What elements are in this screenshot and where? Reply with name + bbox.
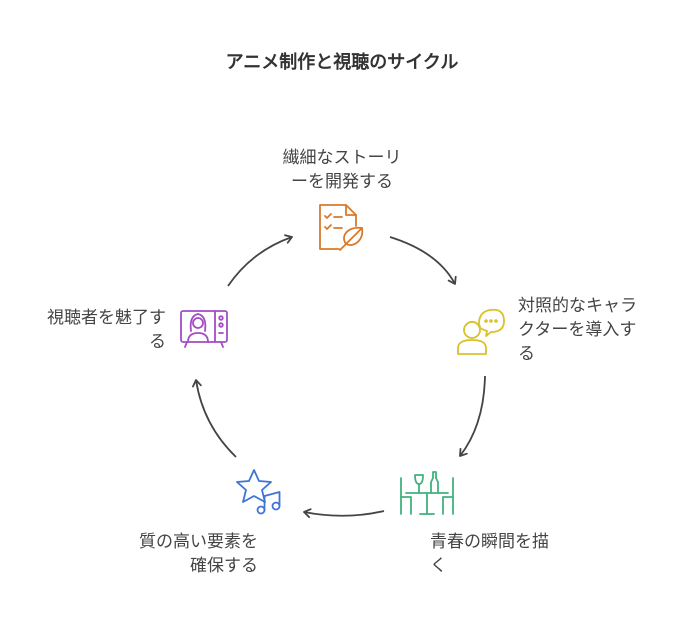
arrow-right-to-bottom-right <box>459 375 486 457</box>
checklist-feather-icon <box>319 204 364 251</box>
arrow-top-to-right <box>389 236 457 285</box>
step-label-captivate-viewers: 視聴者を魅了す る <box>47 308 166 352</box>
step-label-introduce-characters: 対照的なキャラ クターを導入す る <box>518 296 637 364</box>
tv-person-icon <box>180 310 228 348</box>
diagram-title: アニメ制作と視聴のサイクル <box>225 52 459 73</box>
star-music-icon <box>236 469 281 515</box>
person-speech-icon <box>457 308 505 355</box>
step-label-ensure-quality: 質の高い要素を 確保する <box>139 532 258 576</box>
step-label-depict-youth: 青春の瞬間を描 く <box>430 532 549 576</box>
arrow-bottom-left-to-left <box>192 379 237 458</box>
dining-table-icon <box>400 471 454 515</box>
arrow-left-to-top <box>227 234 293 287</box>
arrow-bottom-right-to-bottom-left <box>303 508 385 518</box>
step-label-develop-story: 繊細なストーリ ーを開発する <box>282 148 402 192</box>
